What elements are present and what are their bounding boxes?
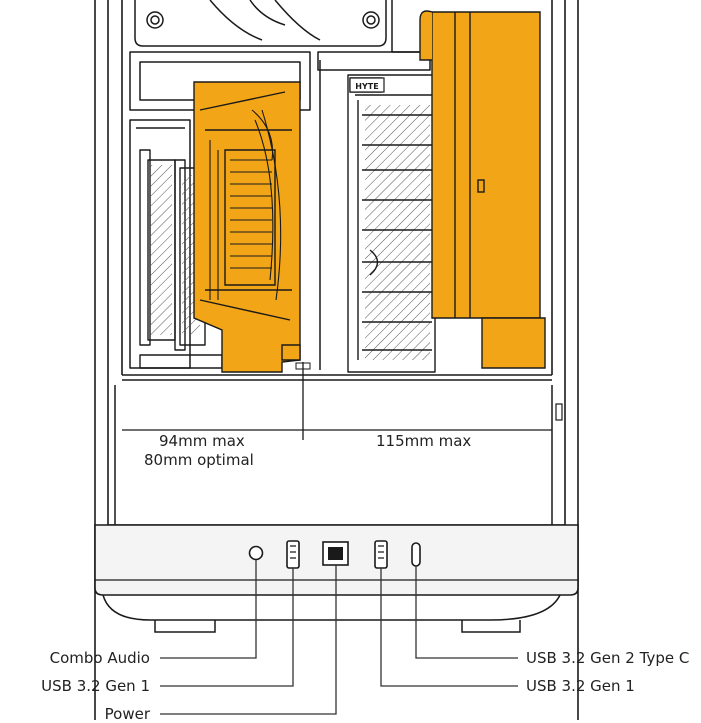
- usb-c-icon[interactable]: [411, 542, 421, 567]
- callout-usb-type-c: USB 3.2 Gen 2 Type C: [526, 649, 690, 667]
- right-max-label: 115mm max: [376, 432, 472, 450]
- leader-usb-type-c: [415, 566, 518, 659]
- power-button-icon[interactable]: [322, 541, 349, 566]
- gpu-fins: [362, 114, 432, 351]
- callout-leaders: [160, 560, 518, 715]
- usb-a-icon[interactable]: [286, 540, 300, 569]
- top-fan: [134, 0, 430, 53]
- left-optimal-label: 80mm optimal: [144, 451, 254, 469]
- left-max-label: 94mm max: [159, 432, 245, 450]
- leader-usb-gen1-left: [160, 568, 294, 687]
- usb-a-icon[interactable]: [374, 540, 388, 569]
- case-feet: [102, 594, 561, 633]
- callout-combo-audio: Combo Audio: [49, 649, 150, 667]
- callout-usb-gen1-right: USB 3.2 Gen 1: [526, 677, 635, 695]
- brand-mark: HYTE: [349, 77, 385, 93]
- callout-usb-gen1-left: USB 3.2 Gen 1: [41, 677, 150, 695]
- svg-text:HYTE: HYTE: [355, 82, 378, 91]
- case-outline: [94, 0, 579, 720]
- leader-combo-audio: [160, 560, 257, 659]
- leader-power: [160, 565, 337, 715]
- gpu-bracket-bay: [347, 74, 436, 373]
- callout-power: Power: [104, 705, 150, 723]
- leader-usb-gen1-right: [380, 568, 518, 687]
- audio-jack-icon[interactable]: [248, 545, 264, 561]
- cpu-cooler: [193, 81, 301, 373]
- radiator-gpu: [419, 10, 546, 369]
